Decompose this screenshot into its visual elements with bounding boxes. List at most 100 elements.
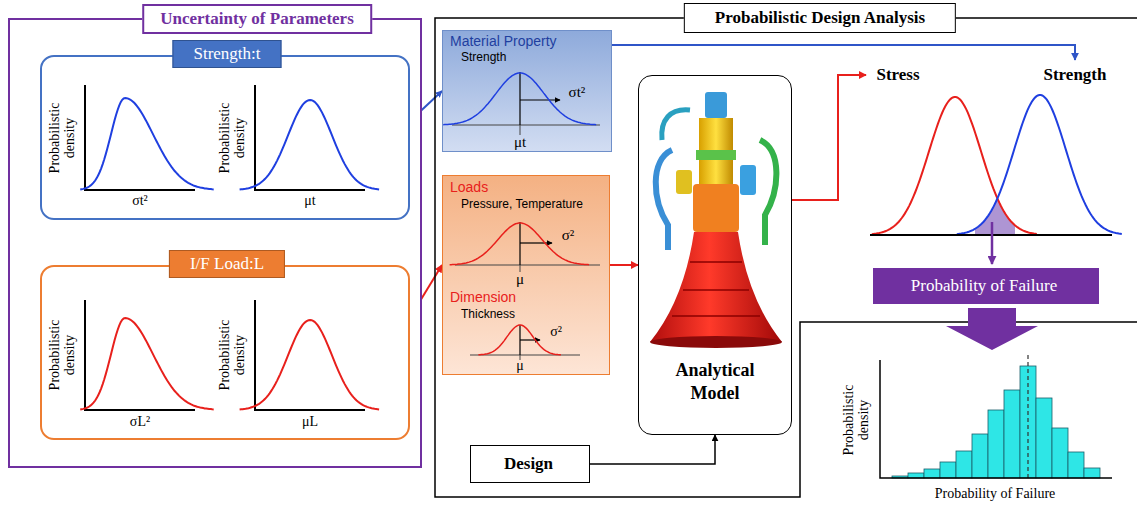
- drawing-part: [870, 95, 1122, 235]
- density-curve: [80, 318, 214, 410]
- parameter-symbol: σ²: [562, 227, 575, 244]
- loads-box: LoadsPressure, TemperatureDimensionThick…: [442, 175, 610, 375]
- panel-title: Probabilistic Design Analysis: [684, 3, 956, 33]
- axis-label: Probabilistic density: [218, 313, 247, 397]
- density-curve: [240, 320, 380, 410]
- drawing-part: [519, 72, 520, 125]
- baseline: [870, 234, 1112, 236]
- drawing-part: [520, 339, 540, 340]
- histogram-bar: [924, 469, 940, 478]
- histogram-bar: [940, 462, 956, 478]
- strength-arrow: [612, 45, 1075, 60]
- density-curve: [478, 325, 561, 355]
- density-curve: [957, 95, 1122, 234]
- drawing-part: [520, 99, 560, 100]
- axis-label: σL²: [130, 414, 150, 429]
- drawing-part: [255, 300, 365, 410]
- drawing-part: [662, 110, 690, 140]
- axis-label: σt²: [132, 193, 148, 208]
- failure-box: Probability of Failure: [873, 268, 1099, 304]
- drawing-part: [672, 262, 760, 316]
- box-subheading: Thickness: [461, 307, 515, 321]
- histogram-bar: [1004, 390, 1020, 478]
- parameter-symbol: μ: [516, 271, 524, 288]
- axis-label: Probability of Failure: [935, 486, 1056, 501]
- box-label: Analytical Model: [651, 359, 779, 404]
- drawing-part: [85, 85, 195, 190]
- mean-line: [1027, 355, 1028, 478]
- design-box: Design: [470, 445, 590, 483]
- curve-label: Stress: [876, 66, 919, 85]
- drawing-part: [760, 140, 776, 245]
- parameter-symbol: μt: [514, 134, 526, 151]
- drawing-part: [656, 150, 672, 250]
- big-down-arrow: [946, 308, 1038, 350]
- drawing-part: [699, 118, 733, 184]
- box-heading: Material Property: [450, 33, 557, 49]
- flow-arrow: [610, 264, 638, 266]
- axis-label: μt: [304, 193, 315, 208]
- density-curve: [443, 73, 596, 125]
- group-title: Strength:t: [172, 40, 281, 68]
- axis-label: Probabilistic density: [218, 96, 247, 180]
- box-heading: Loads: [450, 179, 488, 195]
- histogram-bar: [1036, 398, 1052, 478]
- drawing-part: [85, 300, 195, 410]
- histogram-bar: [1068, 452, 1084, 478]
- rocket-engine: [650, 92, 782, 348]
- drawing-part: [520, 242, 552, 243]
- drawing-part: [696, 150, 736, 160]
- group-title: I/F Load:L: [169, 250, 285, 278]
- histogram-bar: [956, 451, 972, 478]
- box-heading: Dimension: [450, 289, 516, 305]
- axis-label: μL: [302, 414, 318, 429]
- density-curve: [240, 100, 380, 190]
- density-curve: [872, 97, 1037, 234]
- histogram-axes: [880, 360, 1112, 478]
- histogram-bar: [908, 473, 924, 478]
- parameter-symbol: σt²: [569, 84, 586, 101]
- drawing-part: [676, 170, 692, 194]
- axis-label: Probabilistic density: [48, 96, 77, 180]
- parameter-symbol: μ: [516, 358, 524, 373]
- box-subheading: Pressure, Temperature: [461, 197, 583, 211]
- curve-label: Strength: [1044, 66, 1107, 85]
- drawing-part: [650, 336, 782, 348]
- spread-arrows: [520, 72, 560, 355]
- drawing-part: [705, 92, 727, 118]
- drawing-part: [740, 165, 756, 195]
- drawing-part: [455, 265, 600, 272]
- histogram-bar: [988, 410, 1004, 478]
- drawing-part: [892, 355, 1100, 478]
- drawing-part: [519, 222, 520, 265]
- chart-axes: [85, 85, 365, 410]
- axis-label: Probabilistic density: [842, 378, 871, 462]
- density-curve: [80, 98, 214, 190]
- histogram-bar: [972, 434, 988, 478]
- drawing-part: [519, 325, 520, 355]
- mini-axes: [452, 125, 600, 360]
- parameter-symbol: σ²: [550, 324, 562, 339]
- histogram-bar: [892, 476, 908, 478]
- axis-label: Probabilistic density: [48, 313, 77, 397]
- material-box: Material PropertyStrength: [442, 30, 612, 152]
- drawing-part: [470, 355, 580, 360]
- histogram-bar: [1020, 366, 1036, 478]
- drawing-part: [255, 85, 365, 190]
- box-subheading: Strength: [461, 50, 506, 64]
- drawing-part: [452, 125, 600, 135]
- panel-frame: [435, 18, 1137, 497]
- failure-arrow: [991, 222, 994, 264]
- drawing-part: [693, 184, 739, 232]
- density-curve: [450, 223, 589, 265]
- box-label: Design: [471, 446, 586, 481]
- stress-arrow: [792, 75, 866, 200]
- panel-title: Uncertainty of Parameters: [142, 4, 372, 34]
- drawing-part: [650, 232, 782, 342]
- box-label: Probability of Failure: [873, 268, 1095, 304]
- histogram-bar: [1052, 428, 1068, 478]
- overlap-area: [975, 199, 1015, 235]
- histogram-bar: [1084, 468, 1100, 478]
